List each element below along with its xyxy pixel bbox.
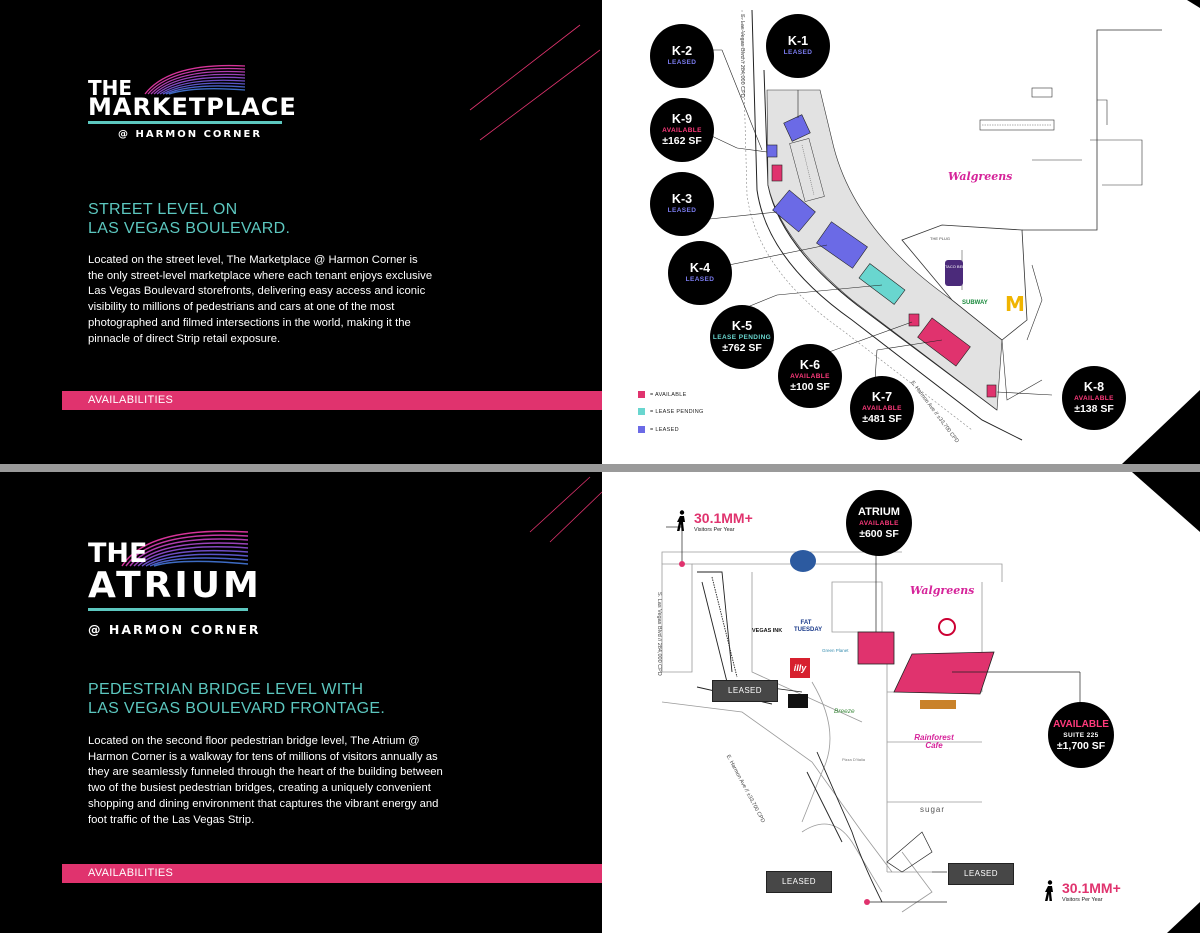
unit-atrium[interactable]: [857, 631, 895, 665]
logo-the: THE: [88, 538, 148, 569]
unit-k2[interactable]: [766, 144, 778, 158]
atrium-info: THE ATRIUM @ HARMON CORNER PEDESTRIAN BR…: [0, 472, 602, 933]
atrium-map: S. Las Vegas Blvd // 284,000 CPD E. Harm…: [602, 472, 1200, 933]
brand-dark-logo: [788, 694, 808, 708]
logo-name: MARKETPLACE: [88, 93, 297, 121]
atrium-description: Located on the second floor pedestrian b…: [88, 735, 443, 826]
atrium-logo-arcs: [121, 530, 249, 567]
unit-k9[interactable]: [771, 164, 783, 182]
logo-subtitle: @ HARMON CORNER: [118, 129, 263, 140]
unit-k1[interactable]: [783, 114, 811, 142]
decorative-lines: [529, 476, 602, 543]
marketplace-description: Located on the street level, The Marketp…: [88, 254, 433, 345]
brand-fattuesday: FAT TUESDAY: [794, 620, 823, 633]
leased-box-left: LEASED: [712, 680, 778, 702]
logo-name: ATRIUM: [88, 565, 262, 606]
unit-k3[interactable]: [772, 189, 816, 233]
brand-pizzaitalia: Pizza D'Italia: [842, 757, 865, 762]
brand-cross-logo: [938, 618, 956, 636]
unit-k6[interactable]: [908, 313, 920, 327]
legend-leased: = LEASED: [638, 426, 679, 433]
marketplace-map: S. Las Vegas Blvd // 284,000 CPD E. Harm…: [602, 0, 1200, 464]
marketplace-panel: THE MARKETPLACE @ HARMON CORNER STREET L…: [0, 0, 1200, 464]
unit-suite-225[interactable]: [893, 651, 995, 695]
pedestrian-icon: [1045, 880, 1053, 901]
availabilities-bar[interactable]: AVAILABILITIES: [62, 864, 602, 883]
atrium-site-plan: [661, 472, 1200, 933]
brand-vegasink: VEGAS INK: [752, 628, 783, 634]
unit-k5[interactable]: [858, 263, 906, 305]
brand-greenplanet: Green Planet: [822, 648, 849, 653]
leased-box-bottom-left: LEASED: [766, 871, 832, 893]
logo-underline: [88, 608, 248, 611]
legend-available: = AVAILABLE: [638, 391, 687, 398]
unit-k4[interactable]: [816, 221, 868, 269]
marketplace-heading: STREET LEVEL ON LAS VEGAS BOULEVARD.: [88, 201, 291, 237]
brand-subway: SUBWAY: [962, 300, 988, 306]
logo-the: THE: [88, 76, 133, 100]
street-label-blvd: S. Las Vegas Blvd // 284,000 CPD: [739, 14, 745, 98]
unit-k8[interactable]: [986, 384, 997, 398]
marketplace-site-plan: [698, 0, 1200, 464]
marketplace-logo-arcs: [144, 64, 246, 95]
atrium-heading: PEDESTRIAN BRIDGE LEVEL WITH LAS VEGAS B…: [88, 681, 386, 717]
brand-sugar: sugar: [920, 805, 946, 814]
logo-subtitle: @ HARMON CORNER: [88, 622, 261, 637]
brand-illy: illy: [790, 658, 810, 678]
leased-box-bottom-right: LEASED: [948, 863, 1014, 885]
decorative-lines: [469, 24, 601, 141]
street-label-blvd: S. Las Vegas Blvd // 284,000 CPD: [656, 592, 662, 676]
unit-k7[interactable]: [917, 317, 971, 367]
brand-breeze: Breeze: [834, 708, 855, 715]
brand-round-logo: [790, 550, 816, 572]
pedestrian-icon: [677, 510, 685, 531]
brand-walgreens: Walgreens: [910, 584, 975, 597]
brand-mcdonalds-icon: M: [1005, 292, 1025, 316]
marketplace-info: THE MARKETPLACE @ HARMON CORNER STREET L…: [0, 0, 602, 464]
availabilities-bar[interactable]: AVAILABILITIES: [62, 391, 602, 410]
visitors-bottom-label: Visitors Per Year: [1062, 897, 1103, 903]
brand-tacobell: TACO BELL: [945, 260, 967, 286]
logo-underline: [88, 121, 282, 124]
visitors-bottom-number: 30.1MM+: [1062, 880, 1121, 896]
atrium-panel: THE ATRIUM @ HARMON CORNER PEDESTRIAN BR…: [0, 472, 1200, 933]
brand-walgreens: Walgreens: [948, 170, 1013, 183]
brand-rainforest: Rainforest Cafe: [914, 733, 954, 750]
visitors-top-number: 30.1MM+: [694, 510, 753, 526]
visitors-top-label: Visitors Per Year: [694, 527, 735, 533]
legend-pending: = LEASE PENDING: [638, 408, 704, 415]
brand-theplug: THE PLUG: [930, 236, 951, 241]
panel-divider: [0, 464, 1200, 472]
brand-orange-logo: [920, 700, 956, 709]
